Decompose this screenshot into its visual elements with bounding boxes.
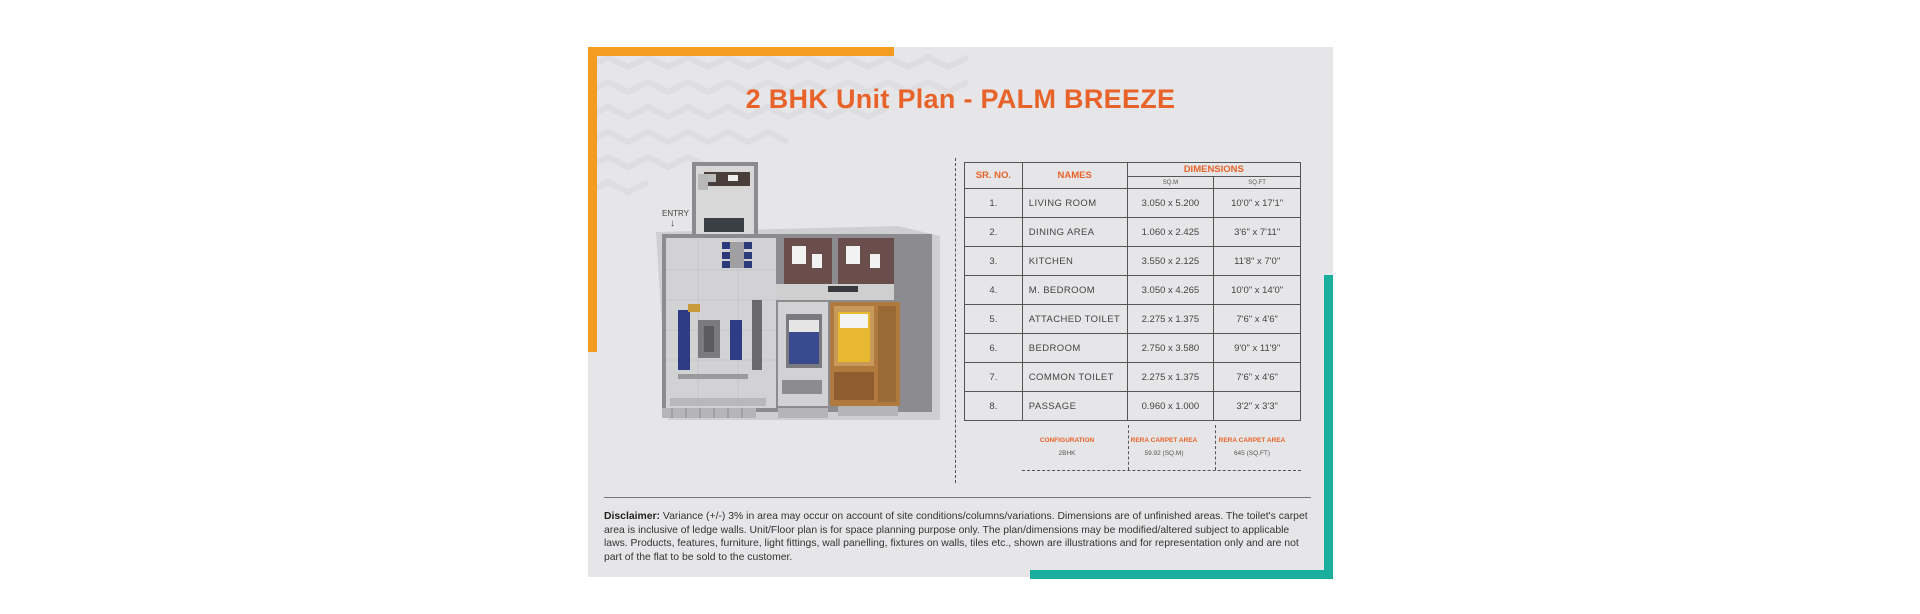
table-row: 6. BEDROOM 2.750 x 3.580 9'0" x 11'9" xyxy=(964,333,1301,363)
configuration-label: CONFIGURATION xyxy=(1039,437,1095,444)
header-sqm: SQ.M xyxy=(1126,176,1215,189)
summary-divider xyxy=(1215,425,1216,470)
rera-sqm-label: RERA CARPET AREA xyxy=(1130,437,1198,444)
orange-accent-left xyxy=(588,47,597,352)
common-toilet xyxy=(784,238,832,284)
teal-accent-bottom xyxy=(1030,570,1333,579)
entry-label: ENTRY xyxy=(662,209,689,218)
rera-sqm-value: 59.92 (SQ.M) xyxy=(1144,450,1184,457)
configuration-block: CONFIGURATION 2BHK xyxy=(1022,425,1112,457)
sofa xyxy=(678,310,690,370)
background-pattern xyxy=(588,53,968,196)
header-dimensions: DIMENSIONS xyxy=(1126,162,1302,177)
header-names: NAMES xyxy=(1021,162,1128,189)
table-row: 8. PASSAGE 0.960 x 1.000 3'2" x 3'3" xyxy=(964,391,1301,421)
table-row: 5. ATTACHED TOILET 2.275 x 1.375 7'6" x … xyxy=(964,304,1301,334)
teal-accent-right xyxy=(1324,275,1333,579)
floor-plan-illustration xyxy=(656,162,940,420)
rera-sqft-label: RERA CARPET AREA xyxy=(1218,437,1286,444)
rera-sqft-value: 645 (SQ.FT) xyxy=(1233,450,1271,457)
disclaimer: Disclaimer: Variance (+/-) 3% in area ma… xyxy=(604,510,1314,564)
configuration-value: 2BHK xyxy=(1058,450,1076,457)
orange-accent-top xyxy=(588,47,894,56)
summary-bottom-line xyxy=(1022,470,1301,471)
table-row: 2. DINING AREA 1.060 x 2.425 3'6" x 7'11… xyxy=(964,217,1301,247)
dimensions-table: SR. NO. NAMES DIMENSIONS SQ.M SQ.FT 1. L… xyxy=(964,162,1302,421)
table-row: 7. COMMON TOILET 2.275 x 1.375 7'6" x 4'… xyxy=(964,362,1301,392)
table-row: 1. LIVING ROOM 3.050 x 5.200 10'0" x 17'… xyxy=(964,188,1301,218)
header-sr-no: SR. NO. xyxy=(964,162,1023,189)
entry-arrow-icon: ↓ xyxy=(670,218,675,229)
rera-sqm-block: RERA CARPET AREA 59.92 (SQ.M) xyxy=(1119,425,1209,457)
disclaimer-divider xyxy=(604,497,1311,498)
page-title: 2 BHK Unit Plan - PALM BREEZE xyxy=(745,84,1176,114)
rera-sqft-block: RERA CARPET AREA 645 (SQ.FT) xyxy=(1207,425,1297,457)
dining-table xyxy=(730,242,744,268)
table-row: 4. M. BEDROOM 3.050 x 4.265 10'0" x 14'0… xyxy=(964,275,1301,305)
area-summary: CONFIGURATION 2BHK RERA CARPET AREA 59.9… xyxy=(1022,425,1301,471)
disclaimer-label: Disclaimer: xyxy=(604,511,661,522)
vertical-divider xyxy=(955,158,956,483)
summary-divider xyxy=(1128,425,1129,470)
disclaimer-text: Variance (+/-) 3% in area may occur on a… xyxy=(604,511,1308,563)
header-sqft: SQ.FT xyxy=(1213,176,1301,189)
table-row: 3. KITCHEN 3.550 x 2.125 11'8" x 7'0" xyxy=(964,246,1301,276)
